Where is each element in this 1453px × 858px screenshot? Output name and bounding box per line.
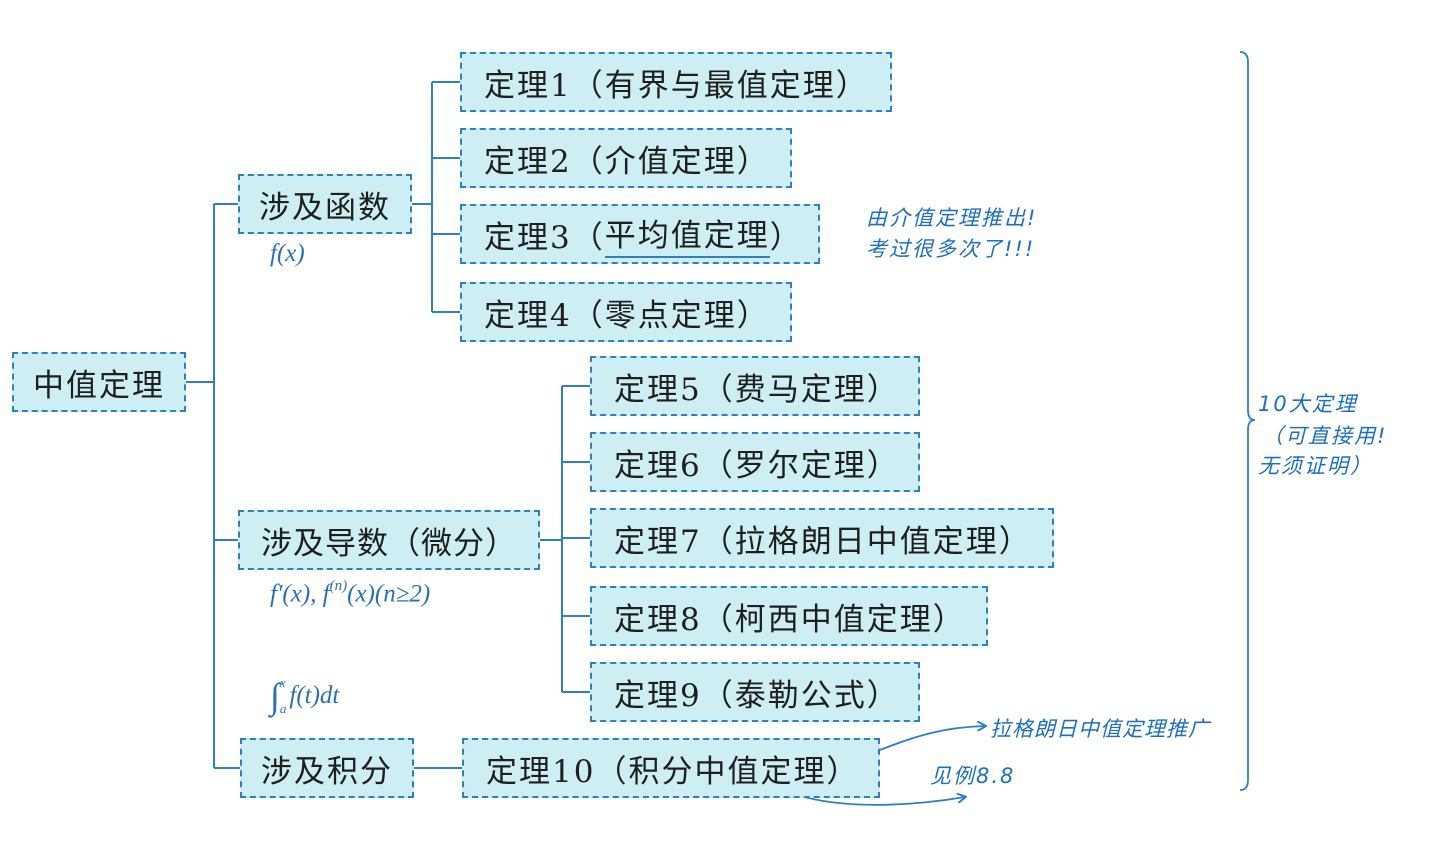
right-brace	[1239, 51, 1256, 791]
theorem-7-node: 定理7（拉格朗日中值定理）	[590, 508, 1054, 568]
function-formula: f(x)	[270, 240, 305, 268]
theorem-6-suffix: ）	[866, 447, 900, 484]
integral-branch-node: 涉及积分	[240, 738, 414, 798]
function-branch-label: 涉及函数	[259, 189, 391, 226]
theorem-5-node: 定理5（费马定理）	[590, 356, 920, 416]
theorem-3-note-line-2: 考过很多次了!!!	[866, 237, 1036, 261]
theorem-2-suffix: ）	[736, 143, 770, 180]
theorem-5-prefix: 定理5（	[614, 371, 735, 408]
function-branch-node: 涉及函数	[238, 174, 412, 234]
theorem-2-node: 定理2（介值定理）	[460, 128, 792, 188]
theorem-8-node: 定理8（柯西中值定理）	[590, 586, 988, 646]
integral-formula: ∫ x a f(t)dt	[270, 676, 339, 715]
theorem-3-prefix: 定理3（	[484, 219, 605, 256]
integral-sign: ∫	[270, 675, 280, 716]
derivative-branch-node: 涉及导数（微分）	[238, 510, 540, 570]
function-formula-text: f(x)	[270, 240, 305, 267]
theorem-4-node: 定理4（零点定理）	[460, 282, 792, 342]
arrow-to-lagrange-generalization	[879, 726, 985, 751]
root-node: 中值定理	[12, 352, 186, 412]
theorem-10-prefix: 定理10（	[486, 753, 629, 790]
theorem-10-suffix: ）	[826, 753, 860, 790]
integral-upper-limit: x	[279, 675, 286, 690]
derivative-formula-order: (n)	[329, 578, 348, 594]
theorem-8-suffix: ）	[932, 601, 966, 638]
theorem-3-name-underlined: 平均值定理	[604, 210, 770, 258]
theorem-4-name: 零点定理	[604, 297, 737, 334]
brace-note-line-2: （可直接用!	[1262, 424, 1388, 448]
theorem-10-node: 定理10（积分中值定理）	[462, 738, 880, 798]
theorem-1-name: 有界与最值定理	[604, 67, 836, 104]
theorem-8-name: 柯西中值定理	[734, 601, 933, 638]
theorem-1-node: 定理1（有界与最值定理）	[460, 52, 892, 112]
example-8-8-note: 见例8.8	[930, 764, 1016, 788]
derivative-formula: f′(x), f(n)(x)(n≥2)	[270, 578, 431, 608]
theorem-10-name: 积分中值定理	[628, 753, 827, 790]
theorem-5-suffix: ）	[866, 371, 900, 408]
theorem-3-note-line-1: 由介值定理推出!	[866, 206, 1038, 230]
theorem-6-prefix: 定理6（	[614, 447, 735, 484]
theorem-8-prefix: 定理8（	[614, 601, 735, 638]
theorem-2-name: 介值定理	[604, 143, 737, 180]
integral-branch-label: 涉及积分	[261, 753, 393, 790]
root-label: 中值定理	[33, 367, 165, 404]
theorem-7-suffix: ）	[998, 523, 1032, 560]
theorem-9-suffix: ）	[866, 677, 900, 714]
theorem-7-prefix: 定理7（	[614, 523, 735, 560]
theorem-2-prefix: 定理2（	[484, 143, 605, 180]
theorem-9-node: 定理9（泰勒公式）	[590, 662, 920, 722]
derivative-formula-f: f	[322, 580, 330, 608]
brace-note-line-3: 无须证明）	[1258, 454, 1373, 478]
lagrange-generalization-note: 拉格朗日中值定理推广	[990, 717, 1210, 741]
integral-lower-limit: a	[279, 700, 287, 716]
theorem-3-suffix: ）	[769, 219, 803, 256]
derivative-formula-rest: (x)(n≥2)	[347, 580, 431, 608]
derivative-branch-label: 涉及导数（微分）	[261, 525, 517, 562]
theorem-6-node: 定理6（罗尔定理）	[590, 432, 920, 492]
theorem-4-suffix: ）	[736, 297, 770, 334]
theorem-1-suffix: ）	[835, 67, 869, 104]
theorem-6-name: 罗尔定理	[734, 447, 867, 484]
theorem-7-name: 拉格朗日中值定理	[734, 523, 999, 560]
theorem-9-prefix: 定理9（	[614, 677, 735, 714]
integrand: f(t)dt	[289, 681, 340, 709]
theorem-3-node: 定理3（平均值定理）	[460, 204, 820, 264]
brace-note-line-1: 10大定理	[1258, 392, 1358, 416]
theorem-1-prefix: 定理1（	[484, 67, 605, 104]
theorem-5-name: 费马定理	[734, 371, 867, 408]
derivative-formula-first: f′(x),	[270, 580, 323, 608]
theorem-4-prefix: 定理4（	[484, 297, 605, 334]
theorem-9-name: 泰勒公式	[734, 677, 867, 714]
